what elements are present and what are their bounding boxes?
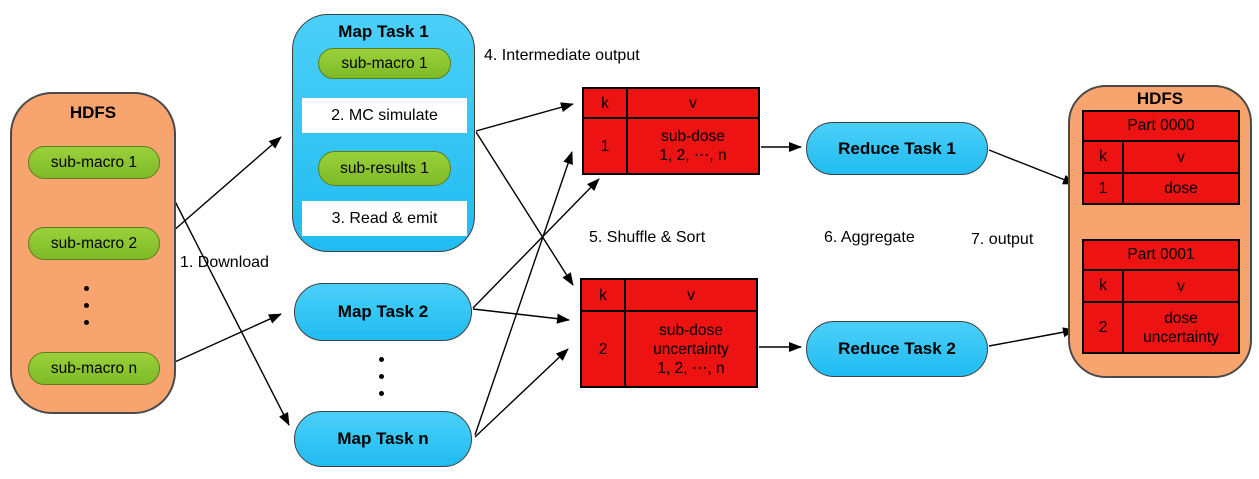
map-input-file: sub-macro 1 [318,48,451,79]
table2-value-cell: sub-dose uncertainty 1, 2, ⋯, n [626,310,756,386]
sub-macro-n-file: sub-macro n [28,352,160,385]
part-0000-table: Part 0000 k v 1 dose [1082,110,1240,205]
read-emit-step-label: 3. Read & emit [331,209,438,227]
table2-value-line1: sub-dose [659,321,723,339]
sub-macro-1-file: sub-macro 1 [28,146,160,179]
part-0001-k-header: k [1084,271,1124,301]
reduce-task-2-label: Reduce Task 2 [838,339,956,358]
mc-simulate-step: 2. MC simulate [302,98,467,133]
hdfs-input-box: HDFS sub-macro 1 sub-macro 2 sub-macro n [10,92,176,414]
table1-value-cell: sub-dose 1, 2, ⋯, n [628,117,758,173]
hdfs-input-title: HDFS [69,103,117,122]
part-0001-table: Part 0001 k v 2 dose uncertainty [1082,239,1240,354]
sub-macro-2-label: sub-macro 2 [50,234,138,252]
intermediate-table-1: k v 1 sub-dose 1, 2, ⋯, n [582,87,760,175]
part-0001-key-cell: 2 [1084,303,1124,352]
part-0001-title: Part 0001 [1084,241,1238,271]
part-0000-title: Part 0000 [1084,112,1238,142]
reduce-task-2-node: Reduce Task 2 [806,321,988,377]
sub-macro-2-file: sub-macro 2 [28,227,160,260]
table1-value-line1: sub-dose [661,128,725,145]
sub-macro-1-label: sub-macro 1 [50,153,138,171]
sub-macro-n-label: sub-macro n [50,359,138,377]
arrow-reduce1-to-part0000 [988,149,1076,185]
reduce-task-1-node: Reduce Task 1 [806,122,988,175]
part-0000-header-row: k v [1084,142,1238,172]
intermediate-table-2: k v 2 sub-dose uncertainty 1, 2, ⋯, n [580,278,758,388]
table2-value-line3: 1, 2, ⋯, n [657,359,725,377]
map-task-2-node: Map Task 2 [294,283,472,341]
label-shuffle-sort: 5. Shuffle & Sort [589,229,706,246]
hdfs-output-box: HDFS Part 0000 k v 1 dose Part 0001 k v … [1068,85,1252,378]
mc-simulate-step-label: 2. MC simulate [331,106,438,124]
part-0000-data-row: 1 dose [1084,172,1238,203]
part-0000-k-header: k [1084,142,1124,172]
part-0000-value-line1: dose [1164,180,1198,197]
vertical-ellipsis-icon [379,357,384,396]
sub-results-file-label: sub-results 1 [340,159,429,177]
map-task-1-title: Map Task 1 [338,22,429,41]
arrow-maptaskn-to-table2 [474,348,569,438]
arrow-reduce2-to-part0001 [988,327,1076,347]
table1-key-cell: 1 [584,117,628,173]
part-0001-value-line1: dose [1164,309,1198,327]
part-0000-v-header: v [1177,148,1185,166]
part-0000-key-cell: 1 [1084,174,1124,203]
read-emit-step: 3. Read & emit [302,201,467,236]
label-output: 7. output [971,231,1034,248]
map-task-1-box: Map Task 1 sub-macro 1 2. MC simulate su… [292,14,475,252]
table1-value-line2: 1, 2, ⋯, n [659,147,727,164]
table1-v-header: v [689,94,697,112]
arrow-maptask2-to-table2 [472,308,570,324]
map-task-n-node: Map Task n [294,411,472,467]
map-task-2-label: Map Task 2 [337,302,429,321]
table2-key-cell: 2 [582,310,626,386]
map-input-file-label: sub-macro 1 [341,54,428,72]
part-0001-value-line2: uncertainty [1143,328,1219,346]
table2-value-line2: uncertainty [653,340,729,358]
part-0001-value-cell: dose uncertainty [1124,303,1238,352]
arrow-maptaskn-to-table1 [474,151,573,436]
part-0001-data-row: 2 dose uncertainty [1084,301,1238,352]
table2-k-header: k [582,280,626,310]
table1-k-header: k [584,89,628,117]
part-0001-v-header: v [1177,277,1185,295]
label-intermediate-output: 4. Intermediate output [484,47,640,64]
sub-results-file: sub-results 1 [318,151,451,186]
reduce-task-1-label: Reduce Task 1 [838,138,956,158]
arrow-maptask1-to-table1 [475,102,574,132]
vertical-ellipsis-icon [84,286,89,325]
part-0000-value-cell: dose [1124,174,1238,203]
arrow-maptask1-to-table2 [475,131,574,286]
label-download: 1. Download [180,254,269,271]
part-0001-header-row: k v [1084,271,1238,301]
table2-v-header: v [687,286,695,304]
arrow-download-submacro1-to-maptaskn [156,165,290,426]
hdfs-output-title: HDFS [1136,89,1184,108]
label-aggregate: 6. Aggregate [824,229,915,246]
map-task-n-label: Map Task n [337,429,429,448]
